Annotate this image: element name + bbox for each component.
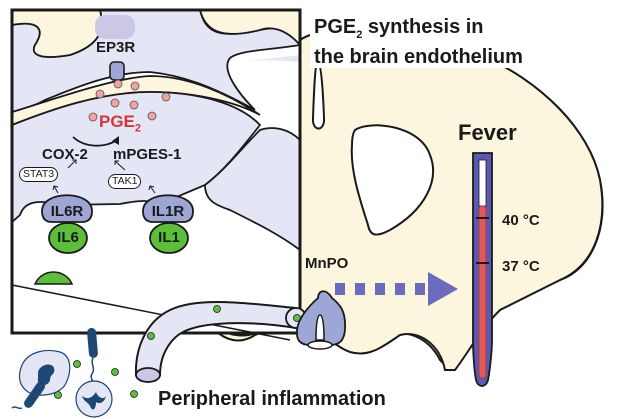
thermometer [472, 152, 493, 387]
bacterium [24, 381, 46, 408]
tak1-box: TAK1 [108, 174, 142, 189]
pge2-label: PGE2 [99, 112, 142, 135]
signaling-arrows [52, 159, 156, 194]
il6-ligand [48, 222, 88, 254]
mpges1-label: mPGES-1 [113, 146, 182, 163]
third-ventricle [311, 60, 326, 130]
temp-37-label: 37 °C [502, 258, 540, 275]
il6-label: IL6 [57, 229, 79, 246]
il1-ligand [149, 222, 189, 254]
peripheral-inflammation-label: Peripheral inflammation [158, 388, 386, 410]
lateral-ventricle [350, 124, 435, 236]
temp-40-label: 40 °C [502, 212, 540, 229]
pge2-molecules [88, 79, 171, 122]
ep3r-label: EP3R [96, 39, 136, 56]
il6r-label: IL6R [50, 203, 84, 220]
thermometer-mercury [478, 205, 487, 379]
stat3-box: STAT3 [19, 167, 59, 182]
immune-cells [11, 327, 113, 418]
mnpo-to-fever-arrow [335, 272, 458, 306]
il1-label: IL1 [158, 229, 180, 246]
bacterium [87, 327, 98, 358]
ep3r-receptor [109, 61, 125, 81]
il1r-label: IL1R [151, 203, 185, 220]
title-line-1: PGE2 synthesis in [314, 16, 484, 41]
il1r-receptor [142, 194, 194, 223]
mnpo-label: MnPO [305, 255, 349, 272]
il6r-receptor [41, 194, 93, 223]
fever-title: Fever [458, 120, 517, 145]
cox2-label: COX-2 [42, 146, 88, 163]
figure-title: PGE2 synthesis in the brain endothelium [310, 16, 527, 68]
inset-panel [10, 8, 302, 341]
title-line-2: the brain endothelium [314, 46, 523, 68]
